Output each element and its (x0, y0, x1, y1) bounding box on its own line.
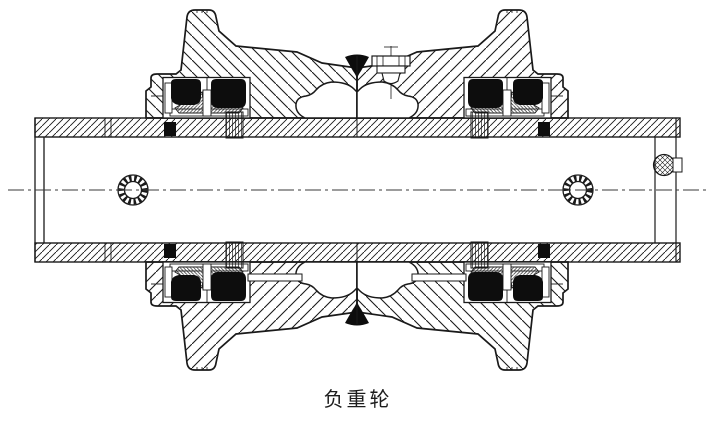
wheel-quadrant-bottom-right (356, 241, 569, 371)
lube-channels (247, 273, 467, 282)
o-ring (164, 122, 176, 136)
wheel-quadrant-bottom-left (145, 241, 358, 371)
seal-retainer-strip (164, 82, 173, 114)
hub-cavity (295, 81, 358, 119)
wheel-quadrant-top-left (145, 9, 358, 139)
seal-spacer (202, 89, 212, 117)
drawing-caption: 负重轮 (323, 389, 393, 411)
rim-plateau-ticks (196, 10, 208, 13)
grease-fitting (371, 46, 411, 99)
rubber-seal-right (211, 79, 246, 108)
rubber-seal-left (171, 79, 201, 105)
spacer-column (225, 111, 244, 139)
end-plug (652, 153, 683, 177)
bushing-seam-lines (104, 118, 112, 262)
